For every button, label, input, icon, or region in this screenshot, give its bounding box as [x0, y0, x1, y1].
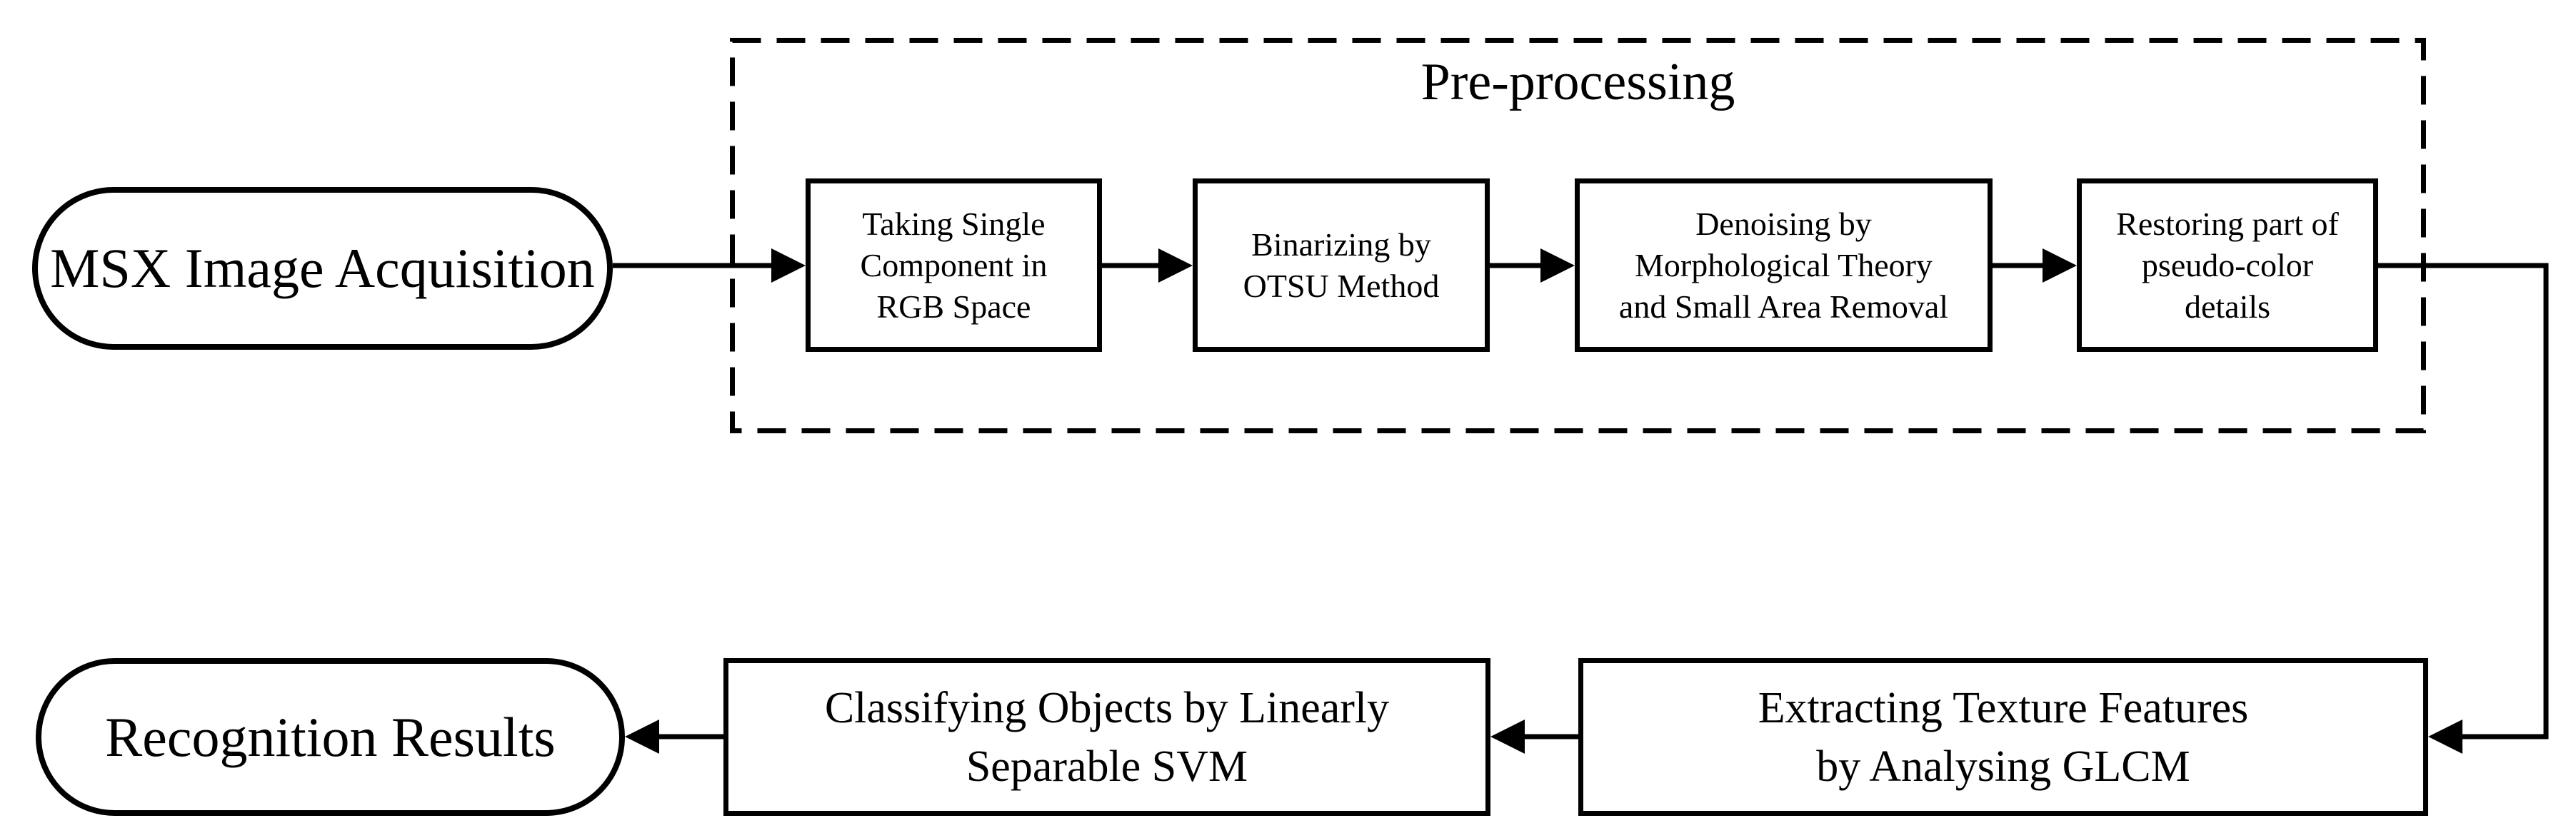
node-denoising-morphological: Denoising by Morphological Theory and Sm… [1575, 178, 1993, 352]
edge-binarizing-to-denoising [1490, 248, 1575, 283]
arrow-line [2378, 263, 2549, 739]
preprocessing-group-border [730, 38, 2426, 433]
arrowhead-right-icon [1540, 248, 1575, 283]
arrowhead-right-icon [1158, 248, 1193, 283]
node-restoring-pseudo-color: Restoring part of pseudo-color details [2077, 178, 2378, 352]
node-recognition-results: Recognition Results [36, 658, 625, 816]
edge-msx-to-taking [613, 248, 806, 283]
node-classifying-svm: Classifying Objects by Linearly Separabl… [723, 658, 1490, 816]
preprocessing-group-label: Pre-processing [1420, 53, 1735, 111]
node-msx-image-acquisition: MSX Image Acquisition [32, 187, 613, 350]
arrowhead-left-icon [2428, 720, 2462, 754]
edge-restoring-to-extracting [2378, 263, 2549, 754]
node-binarizing-otsu: Binarizing by OTSU Method [1193, 178, 1490, 352]
edge-taking-to-binarizing [1102, 248, 1193, 283]
node-taking-single-component: Taking Single Component in RGB Space [806, 178, 1102, 352]
edge-denoising-to-restoring [1993, 248, 2077, 283]
edge-classifying-to-results [625, 720, 723, 754]
arrowhead-left-icon [1490, 720, 1525, 754]
arrowhead-right-icon [771, 248, 806, 283]
node-extracting-texture-features: Extracting Texture Features by Analysing… [1578, 658, 2428, 816]
edge-extracting-to-classifying [1490, 720, 1578, 754]
arrowhead-right-icon [2043, 248, 2077, 283]
arrowhead-left-icon [625, 720, 659, 754]
